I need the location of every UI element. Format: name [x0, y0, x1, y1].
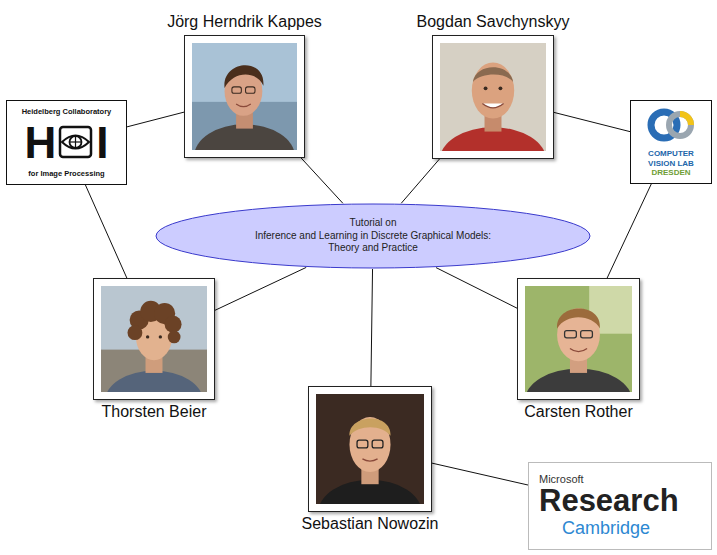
connector	[401, 159, 439, 203]
person-name: Bogdan Savchynskyy	[417, 13, 570, 31]
photo-glasses	[246, 87, 255, 93]
person-name: Carsten Rother	[524, 403, 633, 421]
photo-mouth	[362, 459, 377, 461]
logo-letter: I	[96, 121, 108, 165]
photo-mouth	[570, 349, 587, 352]
connector	[371, 269, 373, 386]
connector	[607, 184, 651, 278]
hci-eye-symbol	[60, 127, 91, 157]
photo-mouth	[236, 104, 251, 107]
photo-shoulders	[105, 371, 203, 392]
photo-glasses	[565, 331, 577, 338]
photo-eye	[484, 86, 488, 90]
person-name: Jörg Herndrik Kappes	[167, 13, 322, 31]
cvld-logo-symbol	[651, 112, 691, 138]
logo-text: DRESDEN	[651, 168, 690, 177]
institution-logo: COMPUTER VISION LABDRESDEN	[630, 100, 712, 184]
photo-hair	[128, 301, 182, 343]
connector	[554, 112, 630, 131]
institution-logo: MicrosoftResearchCambridge	[528, 462, 712, 550]
photo-hair	[473, 67, 513, 82]
connector	[301, 158, 343, 203]
portrait-photo	[525, 286, 632, 392]
photo-glasses	[372, 440, 383, 448]
person-name: Thorsten Beier	[102, 403, 207, 421]
logo-text: COMPUTER VISION LAB	[640, 149, 702, 167]
tutorial-title: Inference and Learning in Discrete Graph…	[247, 230, 499, 255]
portrait-photo	[192, 43, 297, 150]
tutorial-ellipse: Tutorial onInference and Learning in Dis…	[155, 203, 591, 269]
photo-glasses	[581, 331, 593, 338]
institution-logo: Heidelberg CollaboratoryHIfor Image Proc…	[6, 100, 127, 185]
portrait-photo	[316, 394, 424, 504]
connector	[215, 267, 306, 310]
tutorial-title: Tutorial on	[350, 217, 397, 230]
photo-eye	[146, 335, 149, 338]
connector	[432, 463, 528, 485]
connector	[436, 268, 517, 309]
logo-letter: H	[24, 121, 56, 165]
photo-eye	[499, 86, 503, 90]
portrait-photo	[101, 286, 207, 392]
photo-hair	[349, 418, 390, 435]
person-photo-frame: Sebastian Nowozin	[308, 386, 432, 512]
photo-hair	[224, 65, 263, 88]
photo-face	[349, 417, 390, 472]
logo-arc	[680, 114, 691, 125]
photo-glasses	[357, 440, 368, 448]
photo-glasses	[232, 87, 241, 93]
photo-eye	[159, 335, 162, 338]
photo-mouth	[482, 103, 503, 107]
person-name: Sebastian Nowozin	[302, 515, 439, 533]
person-photo-frame: Carsten Rother	[517, 278, 640, 400]
eye-cross	[70, 141, 82, 142]
logo-ring	[669, 114, 691, 136]
photo-face	[557, 308, 600, 361]
eye-pupil	[70, 136, 82, 148]
ellipse-shape	[156, 204, 590, 268]
logo-text: Research	[539, 485, 679, 518]
person-photo-frame: Jörg Herndrik Kappes	[184, 35, 305, 158]
eye-outline	[62, 136, 89, 149]
portrait-photo	[440, 43, 546, 151]
eye-frame	[60, 127, 91, 157]
photo-hair	[557, 309, 600, 329]
connector	[127, 112, 184, 127]
logo-text: Heidelberg Collaboratory	[11, 107, 122, 116]
person-photo-frame: Thorsten Beier	[93, 278, 215, 400]
logo-text: for Image Processing	[11, 169, 122, 178]
connector	[85, 185, 126, 278]
photo-face	[472, 62, 514, 118]
person-photo-frame: Bogdan Savchynskyy	[432, 35, 554, 159]
logo-text: Microsoft	[539, 473, 584, 485]
logo-text: Cambridge	[562, 518, 650, 539]
